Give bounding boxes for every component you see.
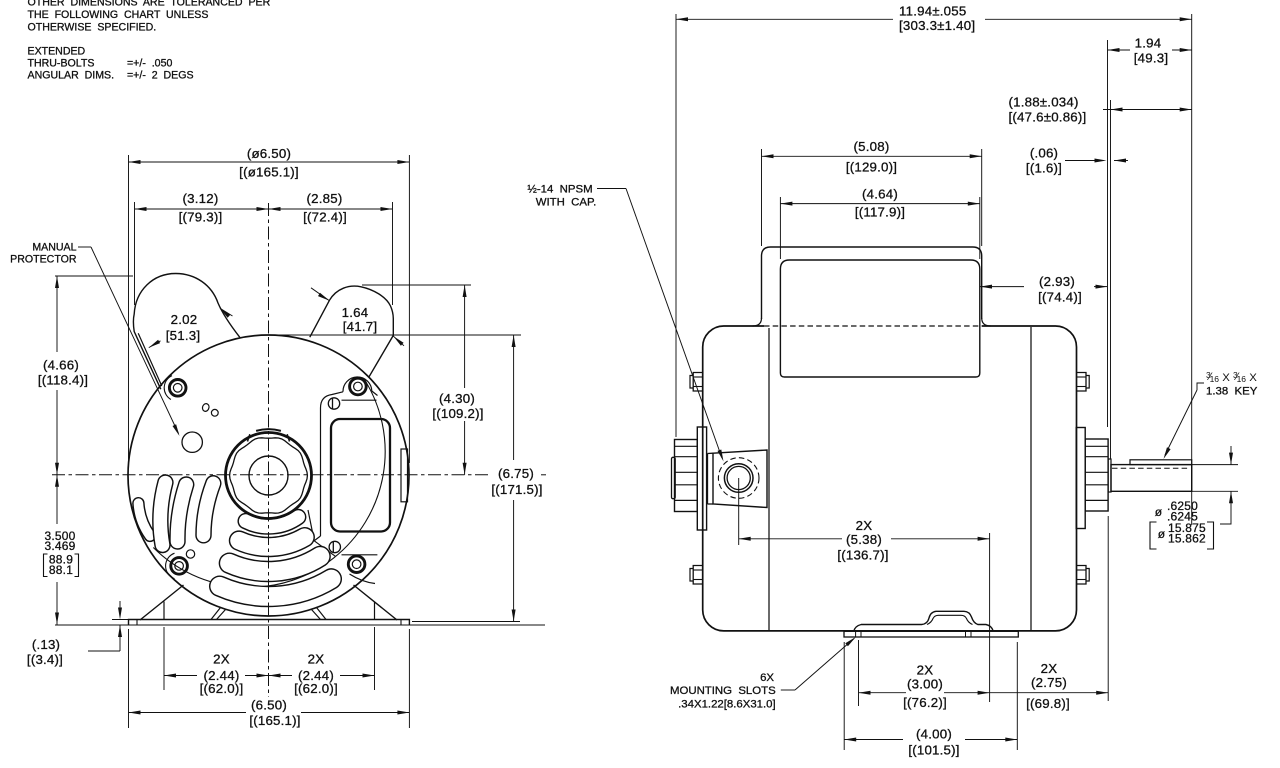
svg-text:2X: 2X bbox=[856, 518, 873, 533]
svg-text:[(129.0)]: [(129.0)] bbox=[846, 160, 897, 175]
svg-text:(2.44): (2.44) bbox=[298, 668, 334, 683]
svg-text:[(3.4)]: [(3.4)] bbox=[27, 652, 63, 667]
svg-text:[303.3±1.40]: [303.3±1.40] bbox=[899, 18, 975, 33]
svg-text:88.1: 88.1 bbox=[49, 563, 73, 577]
svg-text:11.94±.055: 11.94±.055 bbox=[899, 4, 966, 19]
svg-text:OTHERWISE SPECIFIED.: OTHERWISE SPECIFIED. bbox=[28, 22, 157, 34]
svg-text:(.13): (.13) bbox=[32, 637, 60, 652]
svg-text:[(117.9)]: [(117.9)] bbox=[855, 205, 905, 220]
svg-text:(3.12): (3.12) bbox=[183, 191, 219, 206]
svg-text:½-14 NPSM: ½-14 NPSM bbox=[527, 184, 592, 196]
svg-text:[(72.4)]: [(72.4)] bbox=[303, 210, 347, 225]
svg-text:EXTENDED: EXTENDED bbox=[28, 46, 86, 58]
svg-text:OTHER DIMENSIONS ARE TOLERA: OTHER DIMENSIONS ARE TOLERANCED PER bbox=[28, 0, 271, 9]
svg-text:88.9: 88.9 bbox=[49, 553, 73, 567]
svg-text:[(74.4)]: [(74.4)] bbox=[1038, 290, 1082, 305]
svg-text:[(62.0)]: [(62.0)] bbox=[294, 681, 338, 696]
svg-text:[(101.5)]: [(101.5)] bbox=[908, 743, 959, 758]
svg-text:(2.85): (2.85) bbox=[307, 191, 343, 206]
svg-text:.6245: .6245 bbox=[1167, 510, 1198, 524]
svg-text:.6250: .6250 bbox=[1167, 499, 1198, 513]
svg-text:[(1.6)]: [(1.6)] bbox=[1026, 161, 1062, 176]
svg-text:2.02: 2.02 bbox=[171, 312, 198, 327]
svg-text:2X: 2X bbox=[308, 652, 325, 667]
svg-text:[51.3]: [51.3] bbox=[166, 328, 200, 343]
svg-text:[(62.0)]: [(62.0)] bbox=[200, 681, 244, 696]
svg-text:(5.08): (5.08) bbox=[854, 139, 890, 154]
svg-text:[(165.1)]: [(165.1)] bbox=[249, 713, 300, 728]
svg-text:(4.30): (4.30) bbox=[439, 391, 475, 406]
svg-text:(2.75): (2.75) bbox=[1031, 675, 1067, 690]
svg-text:(2.44): (2.44) bbox=[204, 668, 240, 683]
svg-text:[49.3]: [49.3] bbox=[1134, 51, 1168, 66]
svg-text:.34X1.22[8.6X31.0]: .34X1.22[8.6X31.0] bbox=[678, 699, 776, 711]
svg-text:[(47.6±0.86)]: [(47.6±0.86)] bbox=[1009, 110, 1087, 125]
svg-text:2X: 2X bbox=[917, 663, 934, 678]
svg-text:(5.38): (5.38) bbox=[846, 532, 882, 547]
svg-text:(4.00): (4.00) bbox=[916, 727, 952, 742]
svg-text:(2.93): (2.93) bbox=[1039, 274, 1075, 289]
svg-text:(6.50): (6.50) bbox=[251, 698, 287, 713]
svg-text:1.94: 1.94 bbox=[1135, 36, 1162, 51]
svg-text:3.500: 3.500 bbox=[44, 529, 75, 543]
svg-text:ø: ø bbox=[1158, 527, 1166, 541]
svg-text:15.875: 15.875 bbox=[1168, 521, 1206, 535]
svg-text:[(136.7)]: [(136.7)] bbox=[837, 548, 888, 563]
svg-text:THRU-BOLTS: THRU-BOLTS bbox=[28, 58, 95, 70]
svg-text:(.06): (.06) bbox=[1030, 146, 1058, 161]
svg-text:15.862: 15.862 bbox=[1168, 532, 1206, 546]
svg-text:2X: 2X bbox=[1041, 661, 1058, 676]
svg-text:1.38 KEY: 1.38 KEY bbox=[1206, 386, 1258, 398]
svg-text:1.64: 1.64 bbox=[342, 305, 369, 320]
svg-text:(6.75): (6.75) bbox=[498, 466, 534, 481]
svg-text:=+/- .050: =+/- .050 bbox=[127, 58, 172, 70]
svg-text:(1.88±.034): (1.88±.034) bbox=[1009, 95, 1079, 110]
svg-text:6X: 6X bbox=[760, 672, 774, 684]
svg-text:MOUNTING SLOTS: MOUNTING SLOTS bbox=[670, 685, 776, 697]
svg-text:ANGULAR DIMS.: ANGULAR DIMS. bbox=[28, 70, 115, 82]
svg-text:[(ø165.1)]: [(ø165.1)] bbox=[239, 165, 299, 180]
svg-text:3⁄16 X 3⁄16 X: 3⁄16 X 3⁄16 X bbox=[1206, 370, 1257, 384]
svg-text:THE FOLLOWING CHART UNLESS: THE FOLLOWING CHART UNLESS bbox=[28, 9, 209, 21]
svg-text:2X: 2X bbox=[213, 652, 230, 667]
svg-text:(4.66): (4.66) bbox=[43, 358, 79, 373]
svg-text:[(118.4)]: [(118.4)] bbox=[38, 373, 88, 388]
svg-text:(4.64): (4.64) bbox=[862, 187, 898, 202]
svg-text:[(79.3)]: [(79.3)] bbox=[179, 210, 223, 225]
svg-text:(3.00): (3.00) bbox=[907, 676, 943, 691]
svg-text:PROTECTOR: PROTECTOR bbox=[10, 254, 77, 266]
svg-text:[41.7]: [41.7] bbox=[343, 319, 377, 334]
svg-text:[(109.2)]: [(109.2)] bbox=[432, 406, 483, 421]
svg-text:[(171.5)]: [(171.5)] bbox=[491, 482, 542, 497]
svg-text:3.469: 3.469 bbox=[44, 539, 75, 553]
svg-text:WITH CAP.: WITH CAP. bbox=[536, 197, 597, 209]
svg-text:[(76.2)]: [(76.2)] bbox=[903, 695, 947, 710]
svg-text:=+/- 2 DEGS: =+/- 2 DEGS bbox=[127, 70, 194, 82]
svg-text:MANUAL: MANUAL bbox=[32, 242, 76, 254]
svg-text:[(69.8)]: [(69.8)] bbox=[1026, 696, 1070, 711]
svg-text:ø: ø bbox=[1155, 505, 1163, 519]
svg-text:(ø6.50): (ø6.50) bbox=[247, 146, 291, 161]
